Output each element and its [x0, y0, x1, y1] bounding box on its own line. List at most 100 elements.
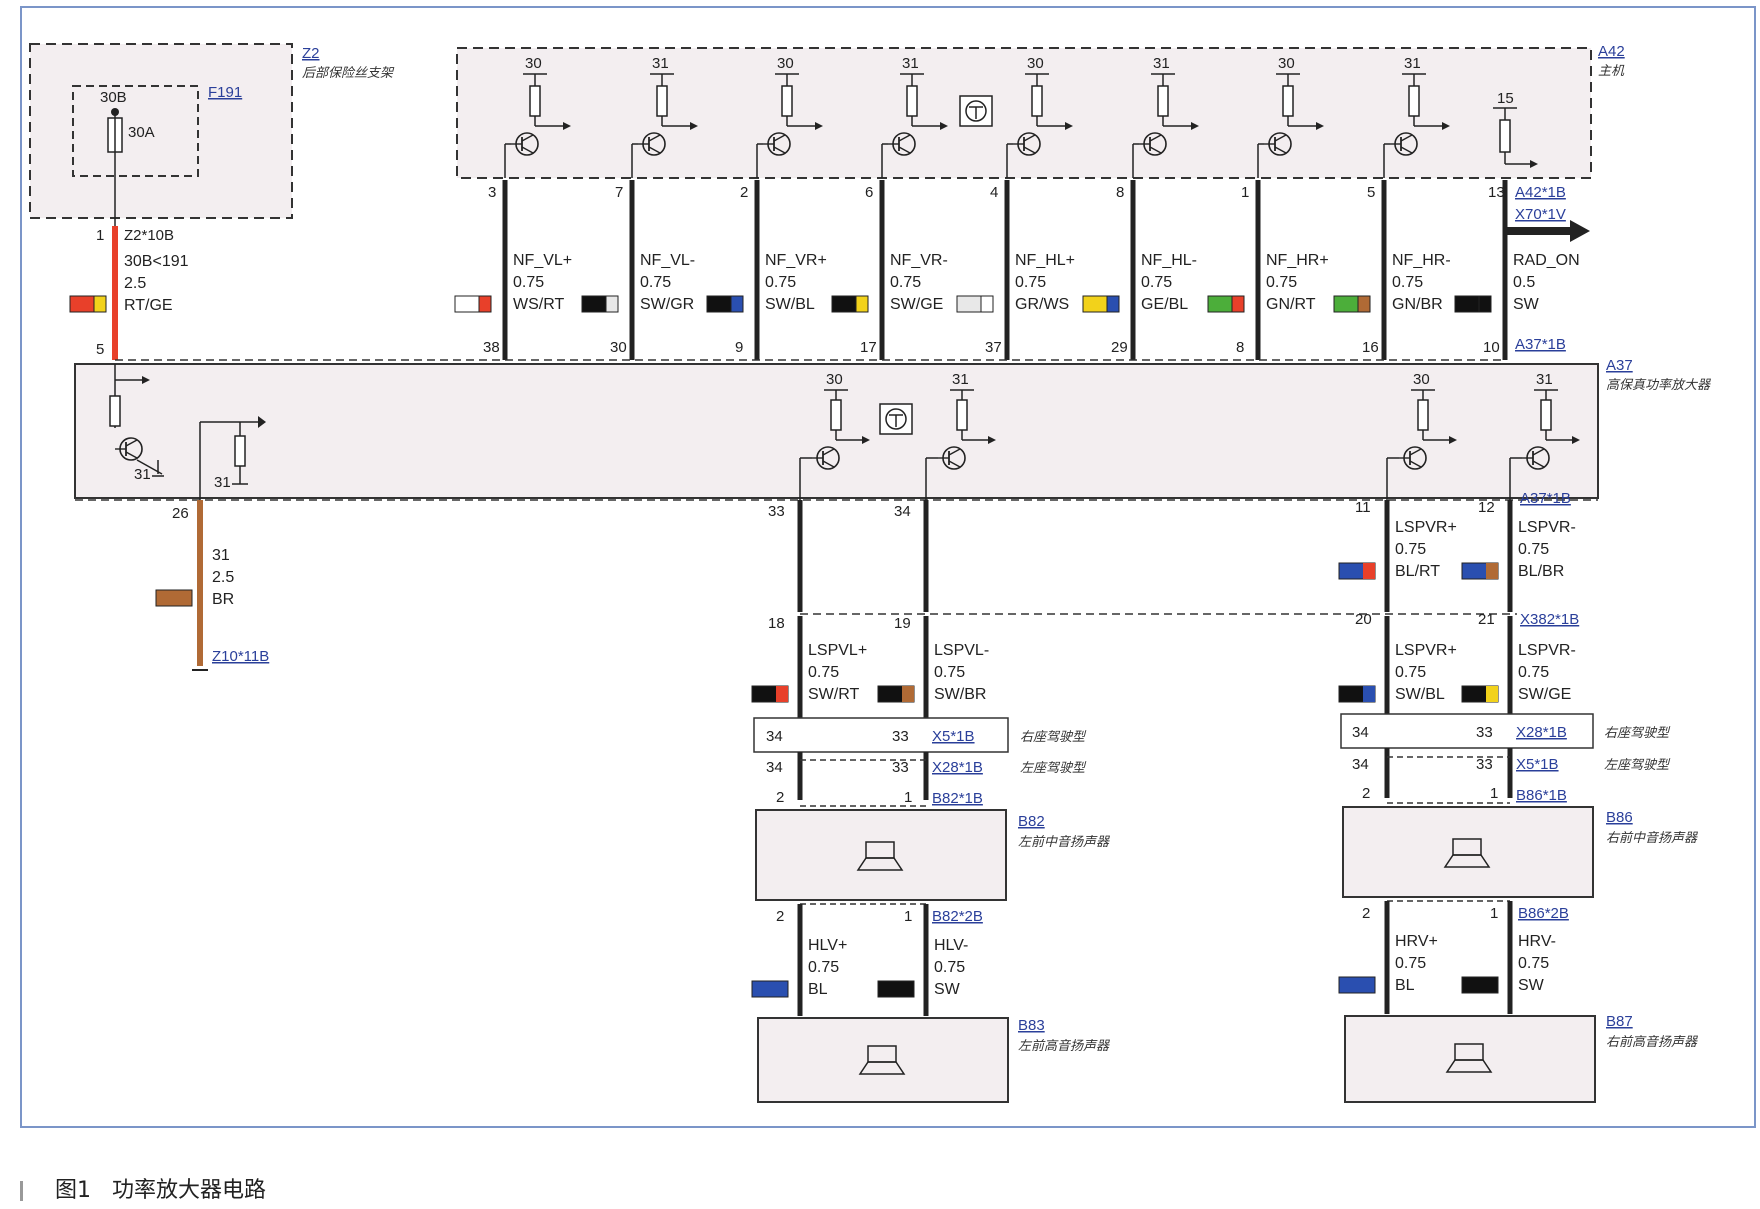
switch-symbol-icon — [959, 95, 993, 127]
f191-fuse-box — [72, 85, 199, 177]
a37-ground-label-1: 31 — [134, 466, 151, 483]
z2-wire-connector: Z2*10B — [124, 227, 174, 244]
a37-name: 高保真功率放大器 — [1606, 377, 1711, 392]
f191-ref: F191 — [208, 84, 242, 101]
lc-pin6: 1 — [904, 789, 912, 806]
b82-name: 左前中音扬声器 — [1018, 834, 1110, 849]
a42-pin: 8 — [1116, 184, 1124, 201]
a37-ref: A37 — [1606, 357, 1633, 374]
input-wire-name: NF_VL- — [640, 252, 695, 269]
input-wire-color: GE/BL — [1141, 296, 1188, 313]
left-conn-x5-cn: 右座驾驶型 — [1020, 729, 1087, 744]
a42-pin: 13 — [1488, 184, 1505, 201]
hrv-plus-name: HRV+ — [1395, 933, 1438, 950]
hrv-plus-color: BL — [1395, 977, 1415, 994]
z2-wire-pin-top: 1 — [96, 227, 104, 244]
hrv-minus-color: SW — [1518, 977, 1545, 994]
a42-pin: 2 — [740, 184, 748, 201]
input-wire-size: 0.75 — [890, 274, 921, 291]
a37-connector-bottom: A37*1B — [1520, 490, 1571, 507]
left-speaker-branch: 33 34 18 19 LSPVL+ 0.75 SW/RT LSPVL- 0.7… — [751, 500, 1517, 1103]
fuse-pin-label: 30B — [100, 89, 127, 106]
left-conn-b82: B82*1B — [932, 790, 983, 807]
ground-wire-pin: 26 — [172, 505, 189, 522]
lspvl-plus-name: LSPVL+ — [808, 642, 867, 659]
ground-wire-connector: Z10*11B — [212, 648, 269, 665]
a37-tr-label: 31 — [1536, 371, 1553, 388]
input-wire-size: 0.75 — [513, 274, 544, 291]
lspvr2-plus-name: LSPVR+ — [1395, 642, 1457, 659]
lspvr-plus-color: BL/RT — [1395, 563, 1440, 580]
right-conn-x382: X382*1B — [1520, 611, 1579, 628]
lspvr-minus-name: LSPVR- — [1518, 519, 1576, 536]
z2-wire-pin-bottom: 5 — [96, 341, 104, 358]
b83-name: 左前高音扬声器 — [1018, 1038, 1110, 1053]
a42-connector-a: A42*1B — [1515, 184, 1566, 201]
z2-ref: Z2 — [302, 45, 320, 62]
a42-pin: 6 — [865, 184, 873, 201]
z2-wire-size: 2.5 — [124, 275, 146, 292]
ground-wire-color: BR — [212, 591, 234, 608]
a37-input-pin: 38 — [483, 339, 500, 356]
hrv-plus-size: 0.75 — [1395, 955, 1426, 972]
input-wire-color: SW/GE — [890, 296, 943, 313]
left-conn-x28-cn: 左座驾驶型 — [1020, 760, 1087, 775]
input-wire-size: 0.75 — [1392, 274, 1423, 291]
input-wire-name: RAD_ON — [1513, 252, 1580, 269]
ground-wire-size: 2.5 — [212, 569, 234, 586]
input-wire-name: NF_HR+ — [1266, 252, 1329, 269]
lspvl-minus-size: 0.75 — [934, 664, 965, 681]
b87-name: 右前高音扬声器 — [1606, 1034, 1698, 1049]
a37-input-pin: 8 — [1236, 339, 1244, 356]
a42-tr-label: 31 — [1404, 55, 1421, 72]
b86-conn: B86*2B — [1518, 905, 1569, 922]
a42-pin: 4 — [990, 184, 998, 201]
input-wire-color: GR/WS — [1015, 296, 1069, 313]
right-conn-x5: X5*1B — [1516, 756, 1559, 773]
lspvr2-minus-size: 0.75 — [1518, 664, 1549, 681]
rc-pin1: 34 — [1352, 724, 1369, 741]
lspvr-minus-color: BL/BR — [1518, 563, 1564, 580]
figure-caption: 图1 功率放大器电路 — [20, 1172, 266, 1204]
a37-input-pin: 29 — [1111, 339, 1128, 356]
z2-name: 后部保险丝支架 — [302, 65, 395, 80]
lc-pin1: 34 — [766, 728, 783, 745]
a42-tr-label: 30 — [525, 55, 542, 72]
lspvl-plus-color: SW/RT — [808, 686, 859, 703]
left-pin-18: 18 — [768, 615, 785, 632]
z2-wire-color: RT/GE — [124, 297, 173, 314]
a37-input-pin: 16 — [1362, 339, 1379, 356]
a42-name: 主机 — [1598, 63, 1625, 78]
a42-tr-label: 31 — [902, 55, 919, 72]
a42-pin15-label: 15 — [1497, 90, 1514, 107]
wiring-diagram: Z2 后部保险丝支架 F191 30B 30A 1 Z2*10B 30B<191… — [29, 43, 1711, 1103]
lspvr2-plus-color: SW/BL — [1395, 686, 1445, 703]
lc-pin4: 33 — [892, 759, 909, 776]
input-wire-color: WS/RT — [513, 296, 564, 313]
a42-tr-label: 30 — [777, 55, 794, 72]
hlv-minus-name: HLV- — [934, 937, 968, 954]
fuse-rating: 30A — [128, 124, 155, 141]
left-conn-x5: X5*1B — [932, 728, 975, 745]
hrv-minus-size: 0.75 — [1518, 955, 1549, 972]
input-wire-size: 0.75 — [1266, 274, 1297, 291]
input-wire-size: 0.75 — [640, 274, 671, 291]
right-conn-x28: X28*1B — [1516, 724, 1567, 741]
z2-fuse-box — [29, 43, 293, 219]
input-wires: NF_VL+0.75WS/RT38NF_VL-0.75SW/GR30NF_VR+… — [454, 180, 1580, 360]
right-pin-20: 20 — [1355, 611, 1372, 628]
input-wire-color: GN/BR — [1392, 296, 1443, 313]
input-wire-size: 0.75 — [765, 274, 796, 291]
input-wire-name: NF_HL+ — [1015, 252, 1075, 269]
b82-speaker-box — [755, 809, 1007, 901]
right-speaker-branch: 11 12 LSPVR+ 0.75 BL/RT LSPVR- 0.75 BL/B… — [1338, 499, 1698, 1103]
left-pin-19: 19 — [894, 615, 911, 632]
b87-speaker-box — [1344, 1015, 1596, 1103]
b86-name: 右前中音扬声器 — [1606, 830, 1698, 845]
input-wire-name: NF_VR+ — [765, 252, 827, 269]
a37-tr-label: 30 — [1413, 371, 1430, 388]
z2-wire-circuit: 30B<191 — [124, 253, 189, 270]
a37-input-pin: 9 — [735, 339, 743, 356]
